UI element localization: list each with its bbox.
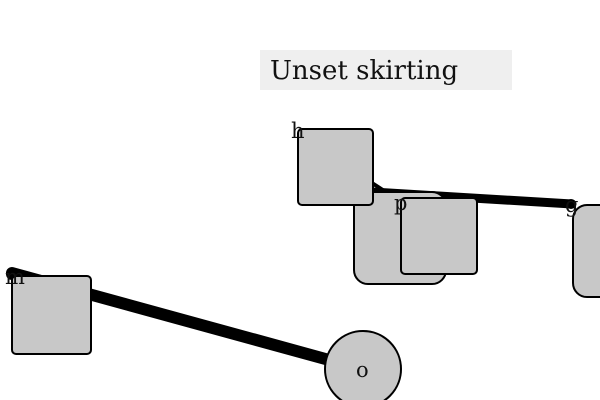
node-p[interactable] [400, 197, 478, 275]
label-m: m [5, 265, 25, 289]
edge-endpoint-g [566, 199, 576, 209]
label-p: p [394, 191, 407, 215]
label-g: g [565, 193, 578, 217]
label-h: h [291, 119, 305, 143]
node-g[interactable] [572, 204, 600, 298]
label-o: o [356, 358, 369, 382]
title-box [260, 50, 512, 90]
node-m[interactable] [11, 275, 92, 355]
diagram-title: Unset skirting [270, 56, 458, 86]
node-h[interactable] [297, 128, 374, 206]
node-o[interactable] [324, 330, 402, 400]
